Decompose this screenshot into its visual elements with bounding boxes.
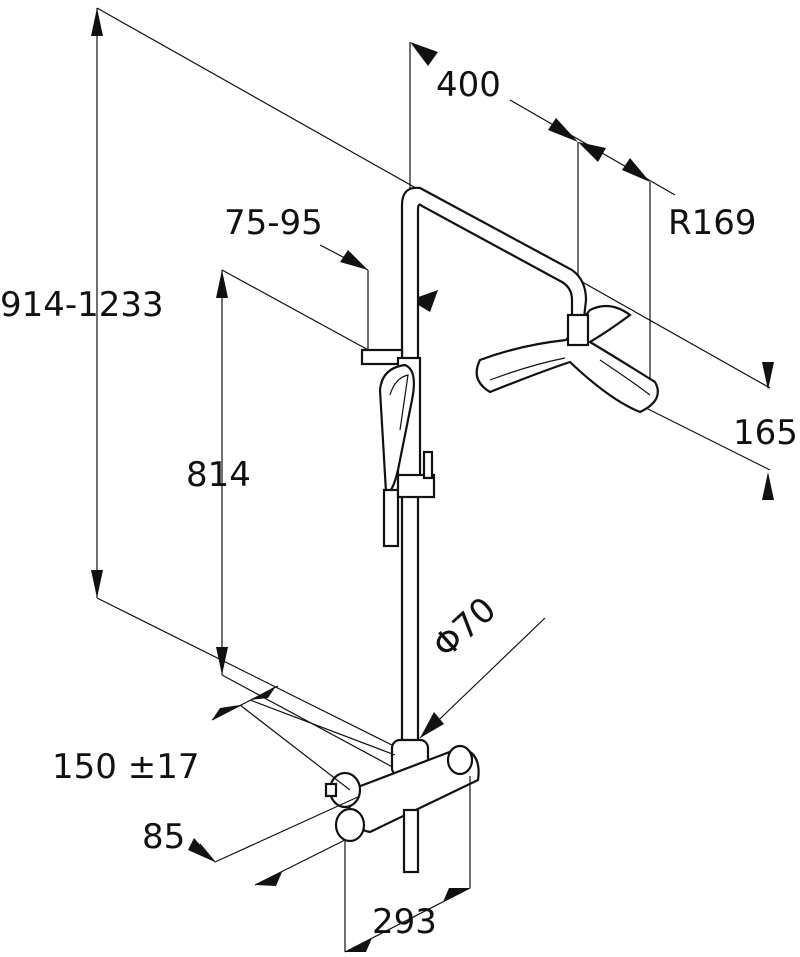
shower-head <box>475 304 659 414</box>
arrow <box>420 712 444 738</box>
label-head-radius: R169 <box>668 203 757 243</box>
wall-distance-dimension <box>188 795 361 863</box>
arm-length-dimension <box>509 99 676 400</box>
label-rail-height: 814 <box>186 455 251 495</box>
label-head-height: 165 <box>733 413 798 453</box>
diameter-leader <box>419 617 546 739</box>
label-wall-distance: 85 <box>142 817 186 857</box>
thermostatic-mixer <box>324 738 480 874</box>
label-inlet-spacing: 150 ±17 <box>52 747 200 787</box>
arrow <box>410 290 438 312</box>
inlet-spacing-dimension <box>211 685 396 791</box>
mixer-width-dimension <box>254 776 471 953</box>
label-handshower-offset: 75-95 <box>224 203 323 243</box>
rail-height-dimension <box>216 269 399 771</box>
hand-shower <box>360 348 436 548</box>
arrow <box>340 250 368 270</box>
label-mixer-width: 293 <box>372 902 437 942</box>
label-total-height: 914-1233 <box>0 285 164 325</box>
arrow <box>410 42 438 66</box>
label-arm-length: 400 <box>436 65 501 105</box>
